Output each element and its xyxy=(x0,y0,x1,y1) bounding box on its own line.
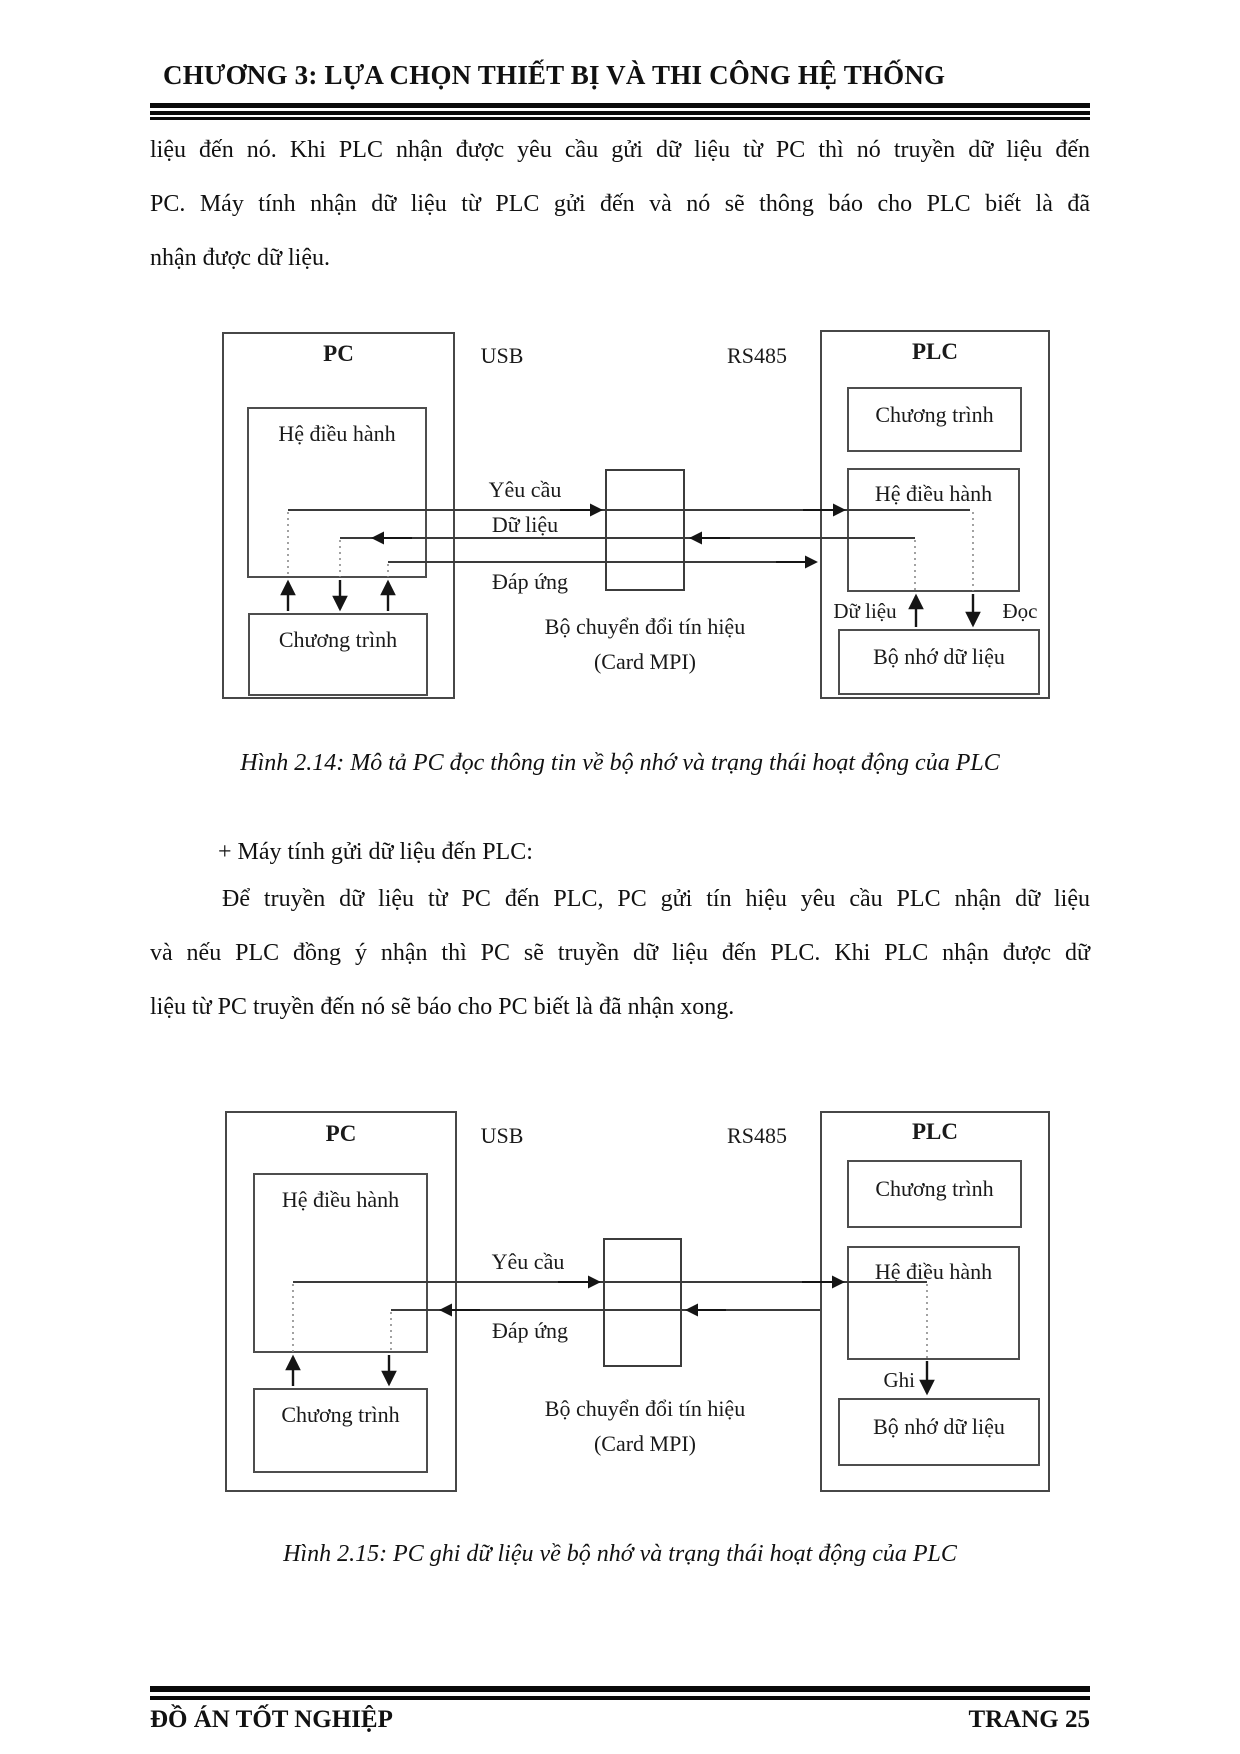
fig1-pc-program-box: Chương trình xyxy=(248,613,428,696)
fig2-plc-memory-box: Bộ nhớ dữ liệu xyxy=(838,1398,1040,1466)
fig2-internal-arrows xyxy=(285,1354,935,1396)
fig1-plc-box xyxy=(820,330,1050,699)
fig1-converter-box xyxy=(605,469,685,591)
paragraph-2-line-1: Để truyền dữ liệu từ PC đến PLC, PC gửi … xyxy=(222,886,1090,912)
fig1-data-label: Dữ liệu xyxy=(491,512,559,537)
footer-rule-1 xyxy=(150,1686,1090,1692)
fig1-response-label: Đáp ứng xyxy=(491,569,569,594)
fig1-plc-title: PLC xyxy=(912,339,958,364)
fig2-pc-box xyxy=(225,1111,457,1492)
paragraph-2: Để truyền dữ liệu từ PC đến PLC, PC gửi … xyxy=(150,872,1090,1034)
fig2-request-label: Yêu cầu xyxy=(491,1249,565,1274)
fig1-pc-title: PC xyxy=(323,341,354,366)
subheading: + Máy tính gửi dữ liệu đến PLC: xyxy=(218,839,533,865)
figure-2-15-caption: Hình 2.15: PC ghi dữ liệu về bộ nhớ và t… xyxy=(283,1541,957,1567)
footer-rule-2 xyxy=(150,1696,1090,1700)
fig2-memory-write-label: Ghi xyxy=(883,1368,916,1392)
fig1-wires xyxy=(280,503,981,628)
paragraph-1-line-1: liệu đến nó. Khi PLC nhận được yêu cầu g… xyxy=(150,137,1090,163)
fig2-pc-os-box: Hệ điều hành xyxy=(253,1173,428,1353)
fig1-plc-os-box: Hệ điều hành xyxy=(847,468,1020,592)
fig2-converter-caption-line1: Bộ chuyển đổi tín hiệu xyxy=(544,1396,746,1421)
figure-2-14-caption: Hình 2.14: Mô tả PC đọc thông tin về bộ … xyxy=(240,750,1000,776)
fig2-plc-box xyxy=(820,1111,1050,1492)
fig2-pc-title: PC xyxy=(325,1121,357,1146)
footer: ĐỒ ÁN TỐT NGHIỆP TRANG 25 xyxy=(150,1706,1090,1734)
paragraph-2-line-2: và nếu PLC đồng ý nhận thì PC sẽ truyền … xyxy=(150,940,1090,966)
fig2-plc-os-box: Hệ điều hành xyxy=(847,1246,1020,1360)
footer-thesis-label: ĐỒ ÁN TỐT NGHIỆP xyxy=(150,1706,393,1733)
fig2-plc-program-box: Chương trình xyxy=(847,1160,1022,1228)
fig1-rs485-label: RS485 xyxy=(727,343,787,368)
fig2-converter-caption-line2: (Card MPI) xyxy=(593,1431,697,1456)
fig1-memory-data-label: Dữ liệu xyxy=(833,599,897,623)
fig1-internal-arrows xyxy=(280,579,981,628)
fig2-rs485-label: RS485 xyxy=(727,1123,787,1148)
header-rule-3 xyxy=(150,117,1090,120)
fig1-plc-memory-box: Bộ nhớ dữ liệu xyxy=(838,629,1040,695)
paragraph-1: liệu đến nó. Khi PLC nhận được yêu cầu g… xyxy=(150,123,1090,285)
fig1-pc-os-box: Hệ điều hành xyxy=(247,407,427,578)
chapter-title: CHƯƠNG 3: LỰA CHỌN THIẾT BỊ VÀ THI CÔNG … xyxy=(163,60,946,90)
fig1-pc-box xyxy=(222,332,455,699)
fig2-plc-title: PLC xyxy=(912,1119,958,1144)
paragraph-2-line-3: liệu từ PC truyền đến nó sẽ báo cho PC b… xyxy=(150,994,735,1020)
fig1-converter-caption-line2: (Card MPI) xyxy=(593,649,697,674)
paragraph-1-line-3: nhận được dữ liệu. xyxy=(150,245,330,271)
fig1-memory-read-label: Đọc xyxy=(1002,599,1038,623)
fig1-dotted-links xyxy=(287,512,974,591)
fig2-usb-label: USB xyxy=(480,1123,524,1148)
header-rule-1 xyxy=(150,103,1090,108)
header-rule-2 xyxy=(150,111,1090,115)
fig2-wires xyxy=(285,1275,935,1396)
fig1-converter-caption-line1: Bộ chuyển đổi tín hiệu xyxy=(544,614,746,639)
fig1-request-label: Yêu cầu xyxy=(488,477,562,502)
fig2-converter-box xyxy=(603,1238,682,1367)
footer-page-number: TRANG 25 xyxy=(968,1706,1090,1733)
fig2-dotted-links xyxy=(292,1284,928,1359)
fig1-plc-program-box: Chương trình xyxy=(847,387,1022,452)
fig2-response-label: Đáp ứng xyxy=(491,1318,569,1343)
paragraph-1-line-2: PC. Máy tính nhận dữ liệu từ PLC gửi đến… xyxy=(150,191,1090,217)
fig2-pc-program-box: Chương trình xyxy=(253,1388,428,1473)
fig1-usb-label: USB xyxy=(480,343,524,368)
